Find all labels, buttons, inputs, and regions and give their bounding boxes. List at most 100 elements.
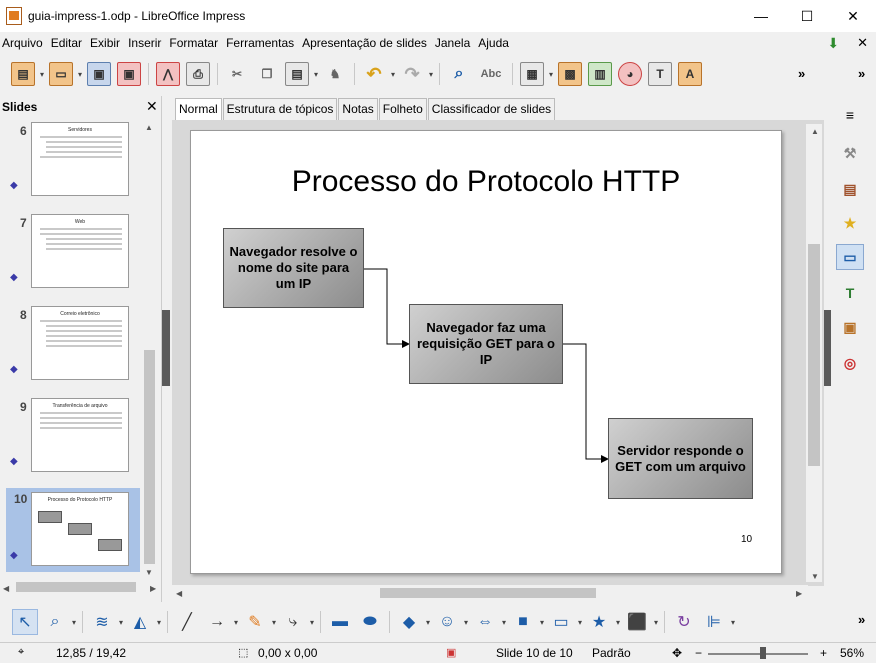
slide-thumbnail-9[interactable]: 9 Transferência de arquivo ◆ xyxy=(0,396,142,482)
fill-color-dropdown-icon[interactable]: ▾ xyxy=(156,617,161,627)
3d-objects-dropdown-icon[interactable]: ▾ xyxy=(653,617,658,627)
slide-thumbnail-8[interactable]: 8 Correio eletrônico ◆ xyxy=(0,304,142,390)
styles-star-icon[interactable]: ★ xyxy=(843,214,857,231)
tab-outline[interactable]: Estrutura de tópicos xyxy=(222,98,338,120)
line-tool-icon[interactable]: ╱ xyxy=(182,614,192,631)
callouts-icon[interactable]: ▭ xyxy=(553,614,569,631)
process-box-3[interactable]: Servidor responde o GET com um arquivo xyxy=(608,418,753,499)
tab-normal[interactable]: Normal xyxy=(175,98,222,120)
connector-2-to-3[interactable] xyxy=(563,343,609,463)
menu-ferramentas[interactable]: Ferramentas xyxy=(226,36,295,50)
cut-icon[interactable]: ✂ xyxy=(231,67,243,81)
close-slides-panel-button[interactable]: ✕ xyxy=(146,98,158,114)
block-arrows-icon[interactable]: ⇔ xyxy=(477,613,493,630)
menu-apresentacao[interactable]: Apresentação de slides xyxy=(302,36,427,50)
master-slide-name[interactable]: Padrão xyxy=(592,646,631,660)
zoom-in-button[interactable]: + xyxy=(820,646,828,660)
fill-color-icon[interactable]: ◭ xyxy=(133,614,147,631)
close-document-button[interactable]: ✕ xyxy=(857,35,868,50)
block-arrows-dropdown-icon[interactable]: ▾ xyxy=(501,617,506,627)
connector-1-to-2[interactable] xyxy=(364,268,410,348)
symbol-shapes-icon[interactable]: ☺ xyxy=(438,613,456,630)
scroll-left-icon[interactable]: ◀ xyxy=(3,584,10,593)
media-icon[interactable]: ▥ xyxy=(588,62,612,86)
image-icon[interactable]: ▩ xyxy=(558,62,582,86)
properties-wrench-icon[interactable]: ⚒ xyxy=(843,144,857,161)
undo-icon[interactable]: ↶ xyxy=(366,63,382,84)
find-replace-icon[interactable]: ⌕ xyxy=(454,65,464,82)
zoom-out-button[interactable]: − xyxy=(695,646,703,660)
master-slides-icon[interactable]: ▭ xyxy=(836,244,864,270)
document-modified-icon[interactable]: ▣ xyxy=(446,647,457,659)
new-dropdown-icon[interactable]: ▾ xyxy=(39,69,44,79)
menu-exibir[interactable]: Exibir xyxy=(90,36,121,50)
stars-icon[interactable]: ★ xyxy=(591,614,607,631)
table-icon[interactable]: ▦ xyxy=(520,62,544,86)
paste-icon[interactable]: ▤ xyxy=(285,62,309,86)
slide-transition-sidebar-icon[interactable]: ▣ xyxy=(843,318,857,335)
menu-janela[interactable]: Janela xyxy=(434,36,471,50)
tab-slide-sorter[interactable]: Classificador de slides xyxy=(427,98,556,120)
current-slide[interactable]: Processo do Protocolo HTTP Navegador res… xyxy=(190,130,782,574)
align-dropdown-icon[interactable]: ▾ xyxy=(730,617,735,627)
sidebar-toolbar-more-button[interactable]: » xyxy=(858,66,866,81)
zoom-slider-handle[interactable] xyxy=(760,647,766,659)
slide-thumbnail-6[interactable]: 6 Servidores ◆ xyxy=(0,120,142,206)
maximize-button[interactable]: ☐ xyxy=(800,7,814,24)
zoom-slider-track[interactable] xyxy=(708,653,808,655)
flowchart-dropdown-icon[interactable]: ▾ xyxy=(539,617,544,627)
collapse-slides-panel-handle[interactable] xyxy=(162,310,170,386)
update-download-icon[interactable]: ⬇ xyxy=(827,34,840,51)
slides-panel-hscroll-thumb[interactable] xyxy=(16,582,136,592)
arrow-line-icon[interactable]: → xyxy=(209,613,225,630)
process-box-2[interactable]: Navegador faz uma requisição GET para o … xyxy=(409,304,563,384)
slide-title[interactable]: Processo do Protocolo HTTP xyxy=(291,165,681,198)
scroll-right-icon[interactable]: ▶ xyxy=(150,584,157,593)
print-icon[interactable]: ⎙ xyxy=(186,62,210,86)
align-icon[interactable]: ⊫ xyxy=(707,614,721,631)
zoom-pan-icon[interactable]: ⌕ xyxy=(50,613,60,630)
3d-objects-icon[interactable]: ⬛ xyxy=(627,614,647,631)
text-box-icon[interactable]: T xyxy=(648,62,672,86)
save-icon[interactable]: ▣ xyxy=(87,62,111,86)
fontwork-icon[interactable]: A xyxy=(678,62,702,86)
slide-thumbnail-7[interactable]: 7 Web ◆ xyxy=(0,212,142,298)
slides-panel-scroll-thumb[interactable] xyxy=(144,350,155,564)
menu-ajuda[interactable]: Ajuda xyxy=(478,36,509,50)
slide-thumbnail-10[interactable]: 10 Processo do Protocolo HTTP ◆ xyxy=(6,488,140,572)
sidebar-menu-icon[interactable]: ≡ xyxy=(845,107,855,123)
select-pointer-icon[interactable]: ↖ xyxy=(12,609,38,635)
collapse-sidebar-handle[interactable] xyxy=(824,310,831,386)
zoom-dropdown-icon[interactable]: ▾ xyxy=(71,617,76,627)
basic-shapes-dropdown-icon[interactable]: ▾ xyxy=(425,617,430,627)
redo-dropdown-icon[interactable]: ▾ xyxy=(428,69,433,79)
canvas-scroll-left-icon[interactable]: ◀ xyxy=(176,589,183,598)
open-folder-icon[interactable]: ▭ xyxy=(49,62,73,86)
export-pdf-icon[interactable]: ⋀ xyxy=(156,62,180,86)
menu-editar[interactable]: Editar xyxy=(50,36,83,50)
menu-arquivo[interactable]: Arquivo xyxy=(2,36,43,50)
spellcheck-icon[interactable]: Abc xyxy=(480,68,502,80)
copy-icon[interactable]: ❐ xyxy=(261,67,273,81)
undo-dropdown-icon[interactable]: ▾ xyxy=(390,69,395,79)
zoom-level[interactable]: 56% xyxy=(840,646,865,660)
canvas-scroll-down-icon[interactable]: ▼ xyxy=(811,572,819,581)
menu-inserir[interactable]: Inserir xyxy=(128,36,162,50)
clone-formatting-icon[interactable]: ♞ xyxy=(329,67,341,81)
canvas-vertical-scroll-thumb[interactable] xyxy=(808,244,820,466)
redo-icon[interactable]: ↷ xyxy=(404,63,420,84)
curve-tool-icon[interactable]: ✎ xyxy=(248,614,262,631)
process-box-1[interactable]: Navegador resolve o nome do site para um… xyxy=(223,228,364,308)
minimize-button[interactable]: — xyxy=(754,8,768,24)
tab-notes[interactable]: Notas xyxy=(338,98,378,120)
connector-dropdown-icon[interactable]: ▾ xyxy=(309,617,314,627)
open-dropdown-icon[interactable]: ▾ xyxy=(77,69,82,79)
line-color-icon[interactable]: ≋ xyxy=(95,614,109,631)
ellipse-icon[interactable]: ⬬ xyxy=(363,613,377,630)
drawing-toolbar-more-button[interactable]: » xyxy=(858,612,866,627)
paste-dropdown-icon[interactable]: ▾ xyxy=(313,69,318,79)
symbol-shapes-dropdown-icon[interactable]: ▾ xyxy=(463,617,468,627)
flowchart-icon[interactable]: ■ xyxy=(518,613,528,630)
fit-slide-icon[interactable]: ✥ xyxy=(672,646,683,660)
tab-handout[interactable]: Folheto xyxy=(378,98,427,120)
